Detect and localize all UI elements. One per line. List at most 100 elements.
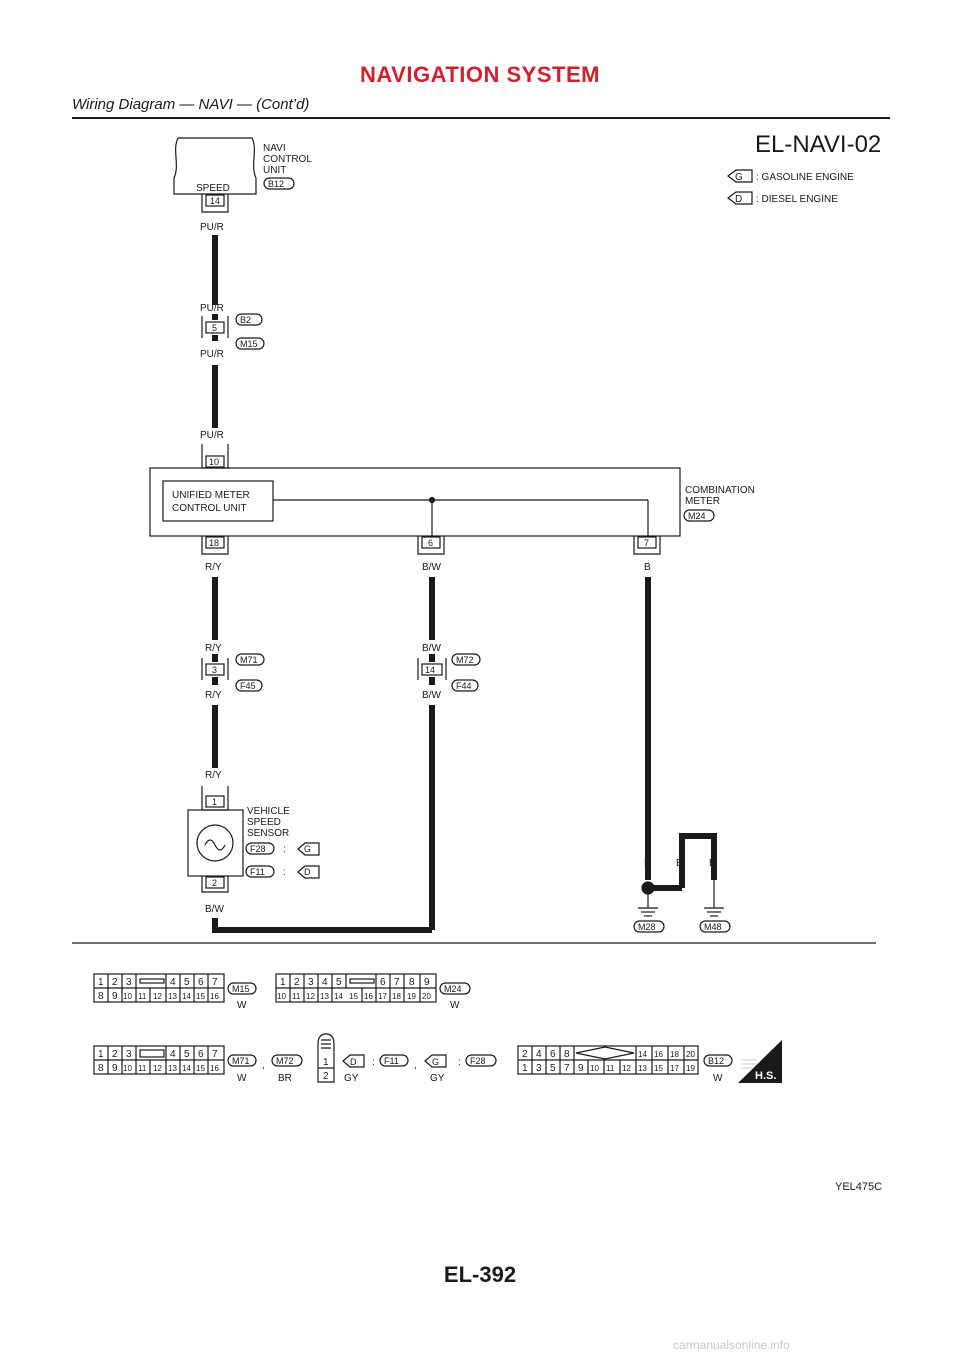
m71-sep: , [262, 1060, 265, 1071]
sensor-name-line-3: SENSOR [247, 828, 289, 839]
m24-top-6: 6 [380, 977, 386, 988]
f11-conn: F11 [384, 1056, 399, 1066]
b12-label: B12 [708, 1056, 724, 1066]
m15-top-4: 4 [170, 977, 176, 988]
m24-top-3: 3 [308, 977, 314, 988]
m71-bottom-16: 16 [210, 1064, 219, 1073]
m71-label: M71 [232, 1056, 250, 1066]
m24-top-4: 4 [322, 977, 328, 988]
connector-m24-face: 1 2 3 4 5 6 7 8 9 10 11 12 13 14 15 16 1… [275, 973, 471, 1011]
ground-wire-label-2: B [676, 858, 683, 869]
m24-top-8: 8 [409, 977, 415, 988]
m15-top-5: 5 [184, 977, 190, 988]
b12-top-4: 4 [536, 1049, 542, 1060]
meter-name-line-1: COMBINATION [685, 485, 755, 496]
ground-m48: M48 [704, 922, 722, 932]
b12-top-6: 6 [550, 1049, 556, 1060]
sensor-name-line-1: VEHICLE [247, 806, 290, 817]
navi-name-line-2: CONTROL [263, 154, 312, 165]
wire-label-r-y-2: R/Y [205, 643, 222, 654]
joint-m72-lower: F44 [456, 681, 472, 691]
joint-b2-pin: 5 [212, 323, 217, 333]
joint-m71-lower: F45 [240, 681, 256, 691]
m24-bottom-11: 11 [292, 992, 301, 1001]
b12-top-8: 8 [564, 1049, 570, 1060]
m71-bottom-9: 9 [112, 1063, 118, 1074]
m24-top-9: 9 [424, 977, 430, 988]
m24-bottom-20: 20 [422, 992, 431, 1001]
b12-bottom-19: 19 [686, 1064, 695, 1073]
connector-f11-f28-face: 1 2 D : F11 GY , G : F28 GY [317, 1033, 497, 1084]
b12-color: W [713, 1073, 723, 1084]
m24-bottom-14: 14 [334, 992, 343, 1001]
vehicle-speed-sensor: R/Y 1 2 VEHICLE SPEED SENSOR F28 : G F11… [187, 770, 320, 893]
sensor-pin-1: 1 [212, 797, 217, 807]
m15-bottom-11: 11 [138, 992, 147, 1001]
sensor-name-line-2: SPEED [247, 817, 281, 828]
m24-top-7: 7 [394, 977, 400, 988]
sensor-pin-2: 2 [212, 878, 217, 888]
page-subtitle: Wiring Diagram — NAVI — (Cont’d) [72, 96, 310, 113]
f11-color: GY [344, 1073, 359, 1084]
legend-symbol-d: D [735, 194, 742, 205]
m15-color: W [237, 1000, 247, 1011]
m15-top-7: 7 [212, 977, 218, 988]
connector-m15-face: 1 2 3 4 5 6 7 8 9 10 11 12 13 14 15 16 M… [93, 973, 257, 1011]
navi-pin-14: 14 [210, 196, 220, 206]
m71-top-6: 6 [198, 1049, 204, 1060]
m71-bottom-10: 10 [123, 1064, 132, 1073]
m71-top-3: 3 [126, 1049, 132, 1060]
meter-connector-m24: M24 [688, 511, 706, 521]
b12-bottom-11: 11 [606, 1064, 615, 1073]
ground-m28: M28 [638, 922, 656, 932]
b12-bottom-1: 1 [522, 1063, 528, 1074]
m24-bottom-18: 18 [392, 992, 401, 1001]
joint-m72-f44: B/W 14 M72 F44 B/W [417, 643, 481, 701]
m15-bottom-9: 9 [112, 991, 118, 1002]
joint-b2-upper: B2 [240, 315, 251, 325]
b12-bottom-17: 17 [670, 1064, 679, 1073]
m24-bottom-16: 16 [364, 992, 373, 1001]
wire-b-w-sensor-return [212, 918, 432, 933]
meter-pin-7: 7 [644, 538, 649, 548]
page-number: EL-392 [443, 1262, 517, 1287]
joint-m72-pin: 14 [425, 665, 435, 675]
m15-top-3: 3 [126, 977, 132, 988]
wire-label-pu-r-4: PU/R [200, 430, 224, 441]
m24-bottom-19: 19 [407, 992, 416, 1001]
b12-bottom-15: 15 [654, 1064, 663, 1073]
wire-label-b-w-1: B/W [422, 562, 441, 573]
m71-bottom-11: 11 [138, 1064, 147, 1073]
m24-top-5: 5 [336, 977, 342, 988]
wire-label-pu-r-2: PU/R [200, 303, 224, 314]
navi-control-unit: SPEED NAVI CONTROL UNIT B12 14 [173, 137, 312, 213]
m72-color: BR [278, 1073, 292, 1084]
wire-label-b-w-2: B/W [422, 643, 441, 654]
m15-top-2: 2 [112, 977, 118, 988]
b12-top-14: 14 [638, 1050, 647, 1059]
navi-connector-b12: B12 [268, 179, 284, 189]
wire-label-pu-r-3: PU/R [200, 349, 224, 360]
wire-label-r-y-3: R/Y [205, 690, 222, 701]
connector-m71-face: 1 2 3 4 5 6 7 8 9 10 11 12 13 14 15 16 M… [93, 1045, 303, 1084]
navi-terminal-label: SPEED [196, 183, 230, 194]
m71-top-5: 5 [184, 1049, 190, 1060]
m71-color: W [237, 1073, 247, 1084]
meter-pin-10: 10 [209, 457, 219, 467]
m71-top-2: 2 [112, 1049, 118, 1060]
navi-name-line-3: UNIT [263, 165, 286, 176]
m15-bottom-12: 12 [153, 992, 162, 1001]
m15-top-1: 1 [98, 977, 104, 988]
joint-b2-lower: M15 [240, 339, 258, 349]
m15-label: M15 [232, 984, 250, 994]
m24-label: M24 [444, 984, 462, 994]
connector-b12-face: 2 4 6 8 14 16 18 20 1 3 5 7 9 10 11 12 1… [517, 1045, 733, 1084]
b12-top-18: 18 [670, 1050, 679, 1059]
sensor-variant-2-sep: : [283, 867, 286, 878]
page-title: NAVIGATION SYSTEM [360, 62, 600, 87]
b12-bottom-3: 3 [536, 1063, 542, 1074]
figure-code: YEL475C [835, 1181, 883, 1193]
header-rule [72, 117, 890, 119]
b12-bottom-10: 10 [590, 1064, 599, 1073]
